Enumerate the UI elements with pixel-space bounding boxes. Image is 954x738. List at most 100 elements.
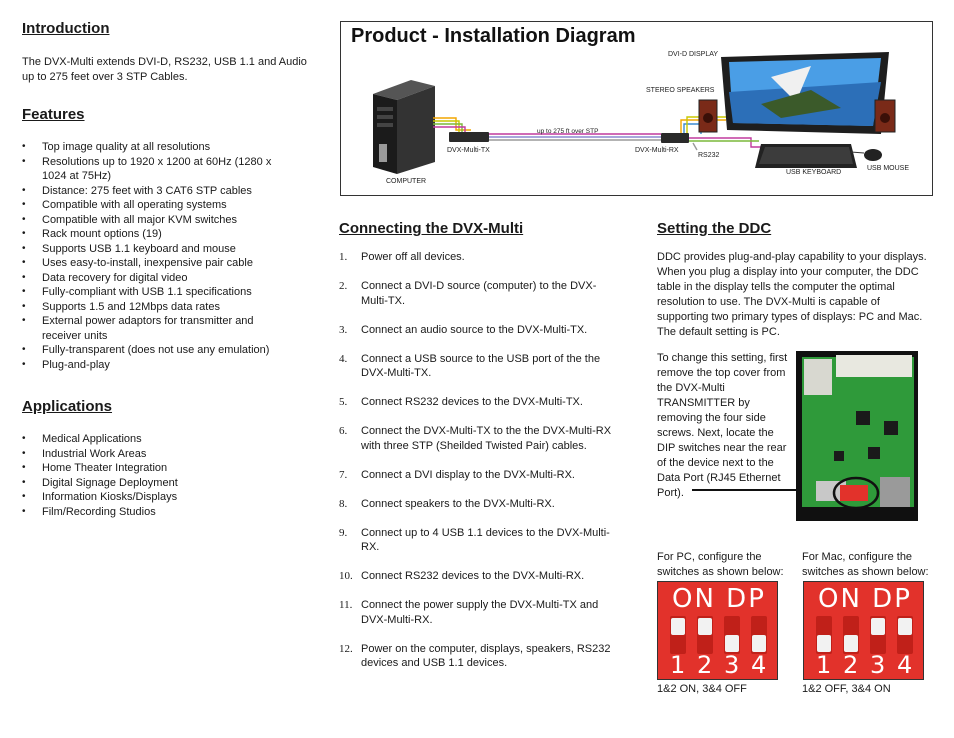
step-number: 9.: [339, 526, 348, 539]
step-number: 4.: [339, 352, 348, 365]
dip-switch-lever: [870, 616, 886, 654]
connecting-steps: 1.Power off all devices.2.Connect a DVI-…: [339, 250, 614, 685]
step-number: 8.: [339, 497, 348, 510]
connecting-step: 10. Connect RS232 devices to the DVX-Mult…: [339, 569, 614, 584]
connecting-step: 5.Connect RS232 devices to the DVX-Multi…: [339, 395, 614, 410]
step-number: 1.: [339, 251, 348, 263]
mouse-icon: [864, 149, 882, 161]
pc-setting-label: 1&2 ON, 3&4 OFF: [657, 683, 747, 695]
feature-item: Fully-compliant with USB 1.1 specificati…: [22, 285, 282, 300]
connecting-step: 8. Connect speakers to the DVX-Multi-RX.: [339, 497, 614, 512]
pc-dip-top-label: ON DP: [672, 584, 766, 614]
speakers-label: STEREO SPEAKERS: [646, 87, 715, 94]
feature-item: Top image quality at all resolutions: [22, 140, 282, 155]
connecting-step: 12.Power on the computer, displays, spea…: [339, 642, 614, 671]
computer-label: COMPUTER: [386, 178, 427, 185]
mac-dip-top-label: ON DP: [818, 584, 912, 614]
step-text: Connect RS232 devices to the DVX-Multi-R…: [361, 570, 585, 582]
mouse-label: USB MOUSE: [867, 165, 910, 172]
feature-item: Resolutions up to 1920 x 1200 at 60Hz (1…: [22, 155, 282, 184]
dip-switch-number: 4: [751, 651, 767, 679]
step-text: Connect the power supply the DVX-Multi-T…: [361, 599, 599, 626]
stp-cables: [489, 133, 661, 141]
ddc-instructions-text: To change this setting, first remove the…: [657, 352, 788, 499]
feature-item: Data recovery for digital video: [22, 271, 282, 286]
computer-icon: [373, 80, 435, 174]
connecting-step: 11. Connect the power supply the DVX-Mult…: [339, 598, 614, 627]
pc-caption: For PC, configure the switches as shown …: [657, 551, 784, 578]
application-item: Information Kiosks/Displays: [22, 490, 282, 505]
application-item: Industrial Work Areas: [22, 447, 282, 462]
keyboard-label: USB KEYBOARD: [786, 169, 842, 176]
step-number: 2.: [339, 280, 348, 292]
ddc-heading: Setting the DDC: [657, 220, 772, 237]
features-heading: Features: [22, 106, 85, 123]
step-number: 11.: [339, 599, 353, 611]
diagram-illustration: [373, 52, 896, 174]
connecting-step: 3. Connect an audio source to the DVX-Mul…: [339, 323, 614, 338]
dip-switch-lever: [751, 616, 767, 654]
application-item: Home Theater Integration: [22, 461, 282, 476]
feature-item: Uses easy-to-install, inexpensive pair c…: [22, 256, 282, 271]
dip-switch-number: 1: [816, 651, 832, 679]
tx-unit-icon: [449, 132, 489, 142]
dip-switch-lever: [724, 616, 740, 654]
diagram-title: Product - Installation Diagram: [351, 25, 636, 47]
step-number: 7.: [339, 468, 348, 481]
introduction-heading: Introduction: [22, 20, 110, 37]
dip-switch-lever: [697, 616, 713, 654]
step-text: Connect a DVI display to the DVX-Multi-R…: [361, 468, 575, 481]
dip-switch-number: 3: [724, 651, 740, 679]
introduction-text: The DVX-Multi extends DVI-D, RS232, USB …: [22, 56, 307, 83]
dip-switch-lever: [670, 616, 686, 654]
step-text: Connect speakers to the DVX-Multi-RX.: [361, 497, 555, 510]
feature-item: Compatible with all major KVM switches: [22, 213, 282, 228]
dip-switch-number: 2: [697, 651, 713, 679]
step-number: 5.: [339, 396, 348, 408]
tx-label: DVX-Multi-TX: [447, 147, 490, 154]
step-number: 3.: [339, 323, 348, 336]
rx-cables: [680, 116, 761, 151]
ddc-intro-text: DDC provides plug-and-play capability to…: [657, 251, 927, 338]
dip-switch-lever: [816, 616, 832, 654]
circuit-board-photo: [796, 351, 918, 521]
feature-item: Plug-and-play: [22, 358, 282, 373]
step-number: 6.: [339, 425, 348, 437]
rs232-label: RS232: [698, 152, 720, 159]
step-text: Connect the DVX-Multi-TX to the the DVX-…: [361, 425, 612, 452]
application-item: Film/Recording Studios: [22, 505, 282, 520]
cable-label: up to 275 ft over STP: [537, 128, 599, 135]
dip-switch-number: 3: [870, 651, 886, 679]
feature-item: Fully-transparent (does not use any emul…: [22, 343, 282, 358]
installation-diagram: Product - Installation Diagram: [340, 21, 933, 196]
connecting-heading: Connecting the DVX-Multi: [339, 220, 524, 237]
dip-switch-number: 2: [843, 651, 859, 679]
mac-caption: For Mac, configure the switches as shown…: [802, 551, 929, 578]
application-item: Digital Signage Deployment: [22, 476, 282, 491]
feature-item: Supports USB 1.1 keyboard and mouse: [22, 242, 282, 257]
applications-heading: Applications: [22, 398, 113, 415]
feature-item: Supports 1.5 and 12Mbps data rates: [22, 300, 282, 315]
feature-item: External power adaptors for transmitter …: [22, 314, 282, 343]
application-item: Medical Applications: [22, 432, 282, 447]
feature-item: Rack mount options (19): [22, 227, 282, 242]
step-text: Power off all devices.: [361, 251, 465, 263]
connecting-step: 6. Connect the DVX-Multi-TX to the the DV…: [339, 424, 614, 453]
step-text: Connect a USB source to the USB port of …: [361, 352, 601, 380]
connecting-step: 9. Connect up to 4 USB 1.1 devices to the…: [339, 526, 614, 555]
connecting-step: 1. Power off all devices.: [339, 250, 614, 265]
step-number: 12.: [339, 642, 353, 655]
dip-switch-number: 4: [897, 651, 913, 679]
features-list: Top image quality at all resolutionsReso…: [22, 140, 282, 372]
display-label: DVI-D DISPLAY: [668, 51, 719, 58]
rx-unit-icon: [661, 133, 689, 143]
display-icon: [721, 52, 889, 134]
step-text: Connect an audio source to the DVX-Multi…: [361, 323, 588, 336]
dip-switch-number: 1: [670, 651, 686, 679]
step-number: 10.: [339, 570, 353, 582]
rx-label: DVX-Multi-RX: [635, 147, 679, 154]
connecting-step: 7. Connect a DVI display to the DVX-Multi…: [339, 468, 614, 483]
step-text: Connect up to 4 USB 1.1 devices to the D…: [361, 526, 610, 554]
